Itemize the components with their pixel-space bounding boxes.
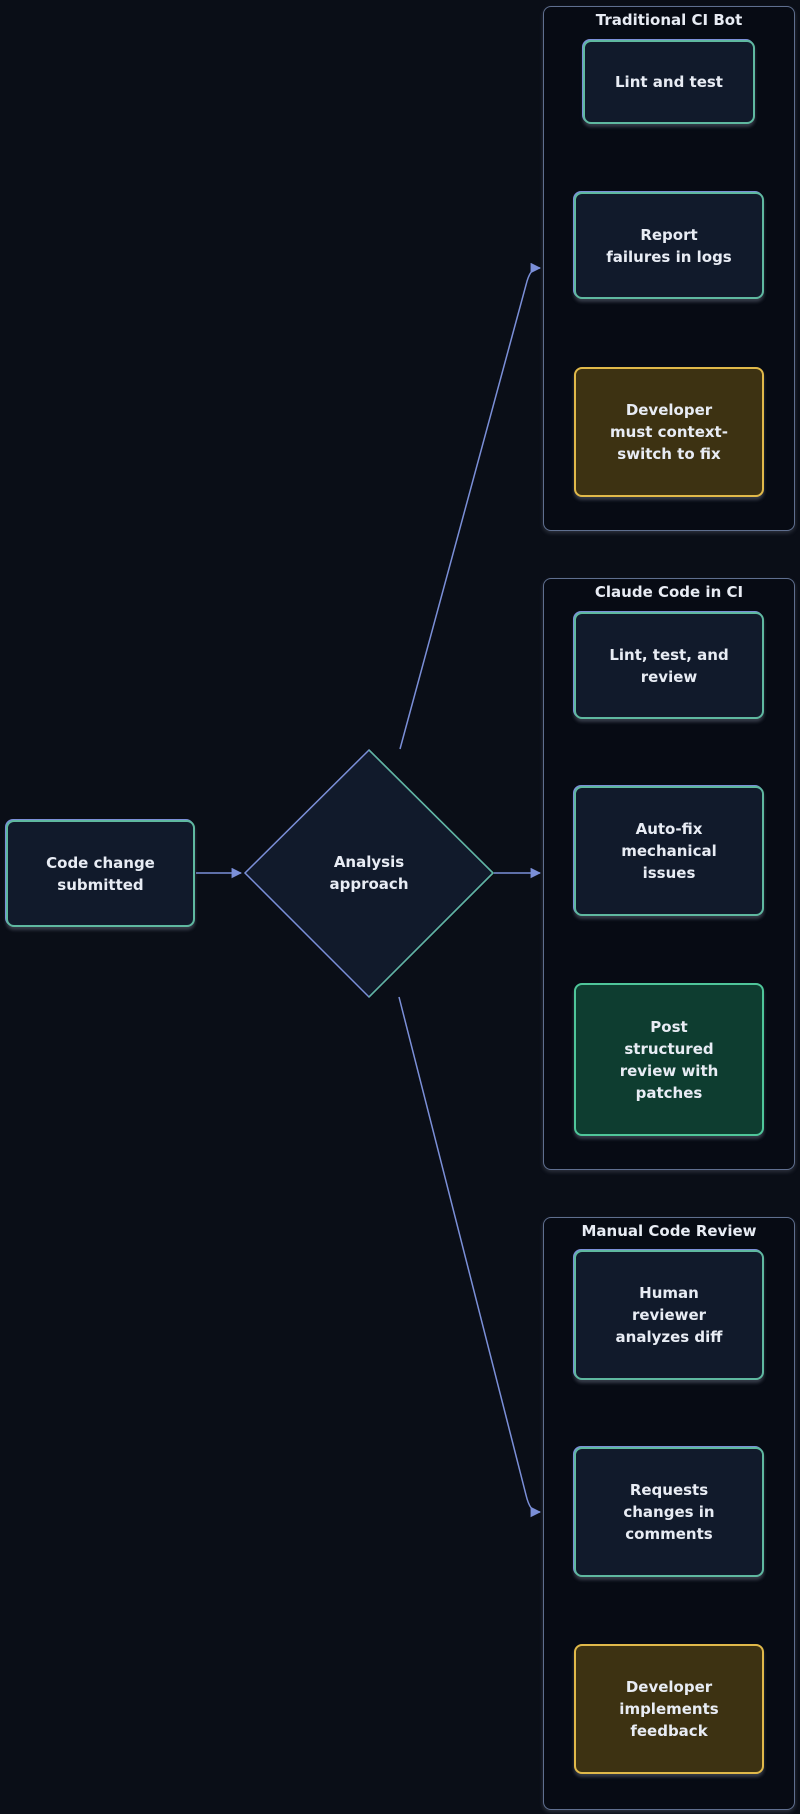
cluster-title-manual-code-review: Manual Code Review bbox=[581, 1222, 757, 1240]
node-auto-fix: Auto-fix mechanical issues bbox=[574, 786, 764, 916]
edge-decision-to-manual bbox=[398, 996, 542, 1518]
node-lint-and-test: Lint and test bbox=[583, 40, 755, 124]
node-developer-implements: Developer implements feedback bbox=[574, 1644, 764, 1774]
cluster-title-claude-code-in-ci: Claude Code in CI bbox=[594, 583, 744, 601]
node-developer-context-switch: Developer must context- switch to fix bbox=[574, 367, 764, 497]
node-post-structured-review: Post structured review with patches bbox=[574, 983, 764, 1136]
node-requests-changes: Requests changes in comments bbox=[574, 1447, 764, 1577]
node-human-reviewer: Human reviewer analyzes diff bbox=[574, 1250, 764, 1380]
node-report-failures: Report failures in logs bbox=[574, 192, 764, 299]
node-lint-test-review: Lint, test, and review bbox=[574, 612, 764, 719]
decision-label: Analysis approach bbox=[329, 853, 409, 893]
cluster-title-traditional-ci-bot: Traditional CI Bot bbox=[595, 11, 743, 29]
node-code-change-submitted: Code change submitted bbox=[6, 820, 195, 927]
edge-decision-to-traditional bbox=[399, 262, 542, 750]
